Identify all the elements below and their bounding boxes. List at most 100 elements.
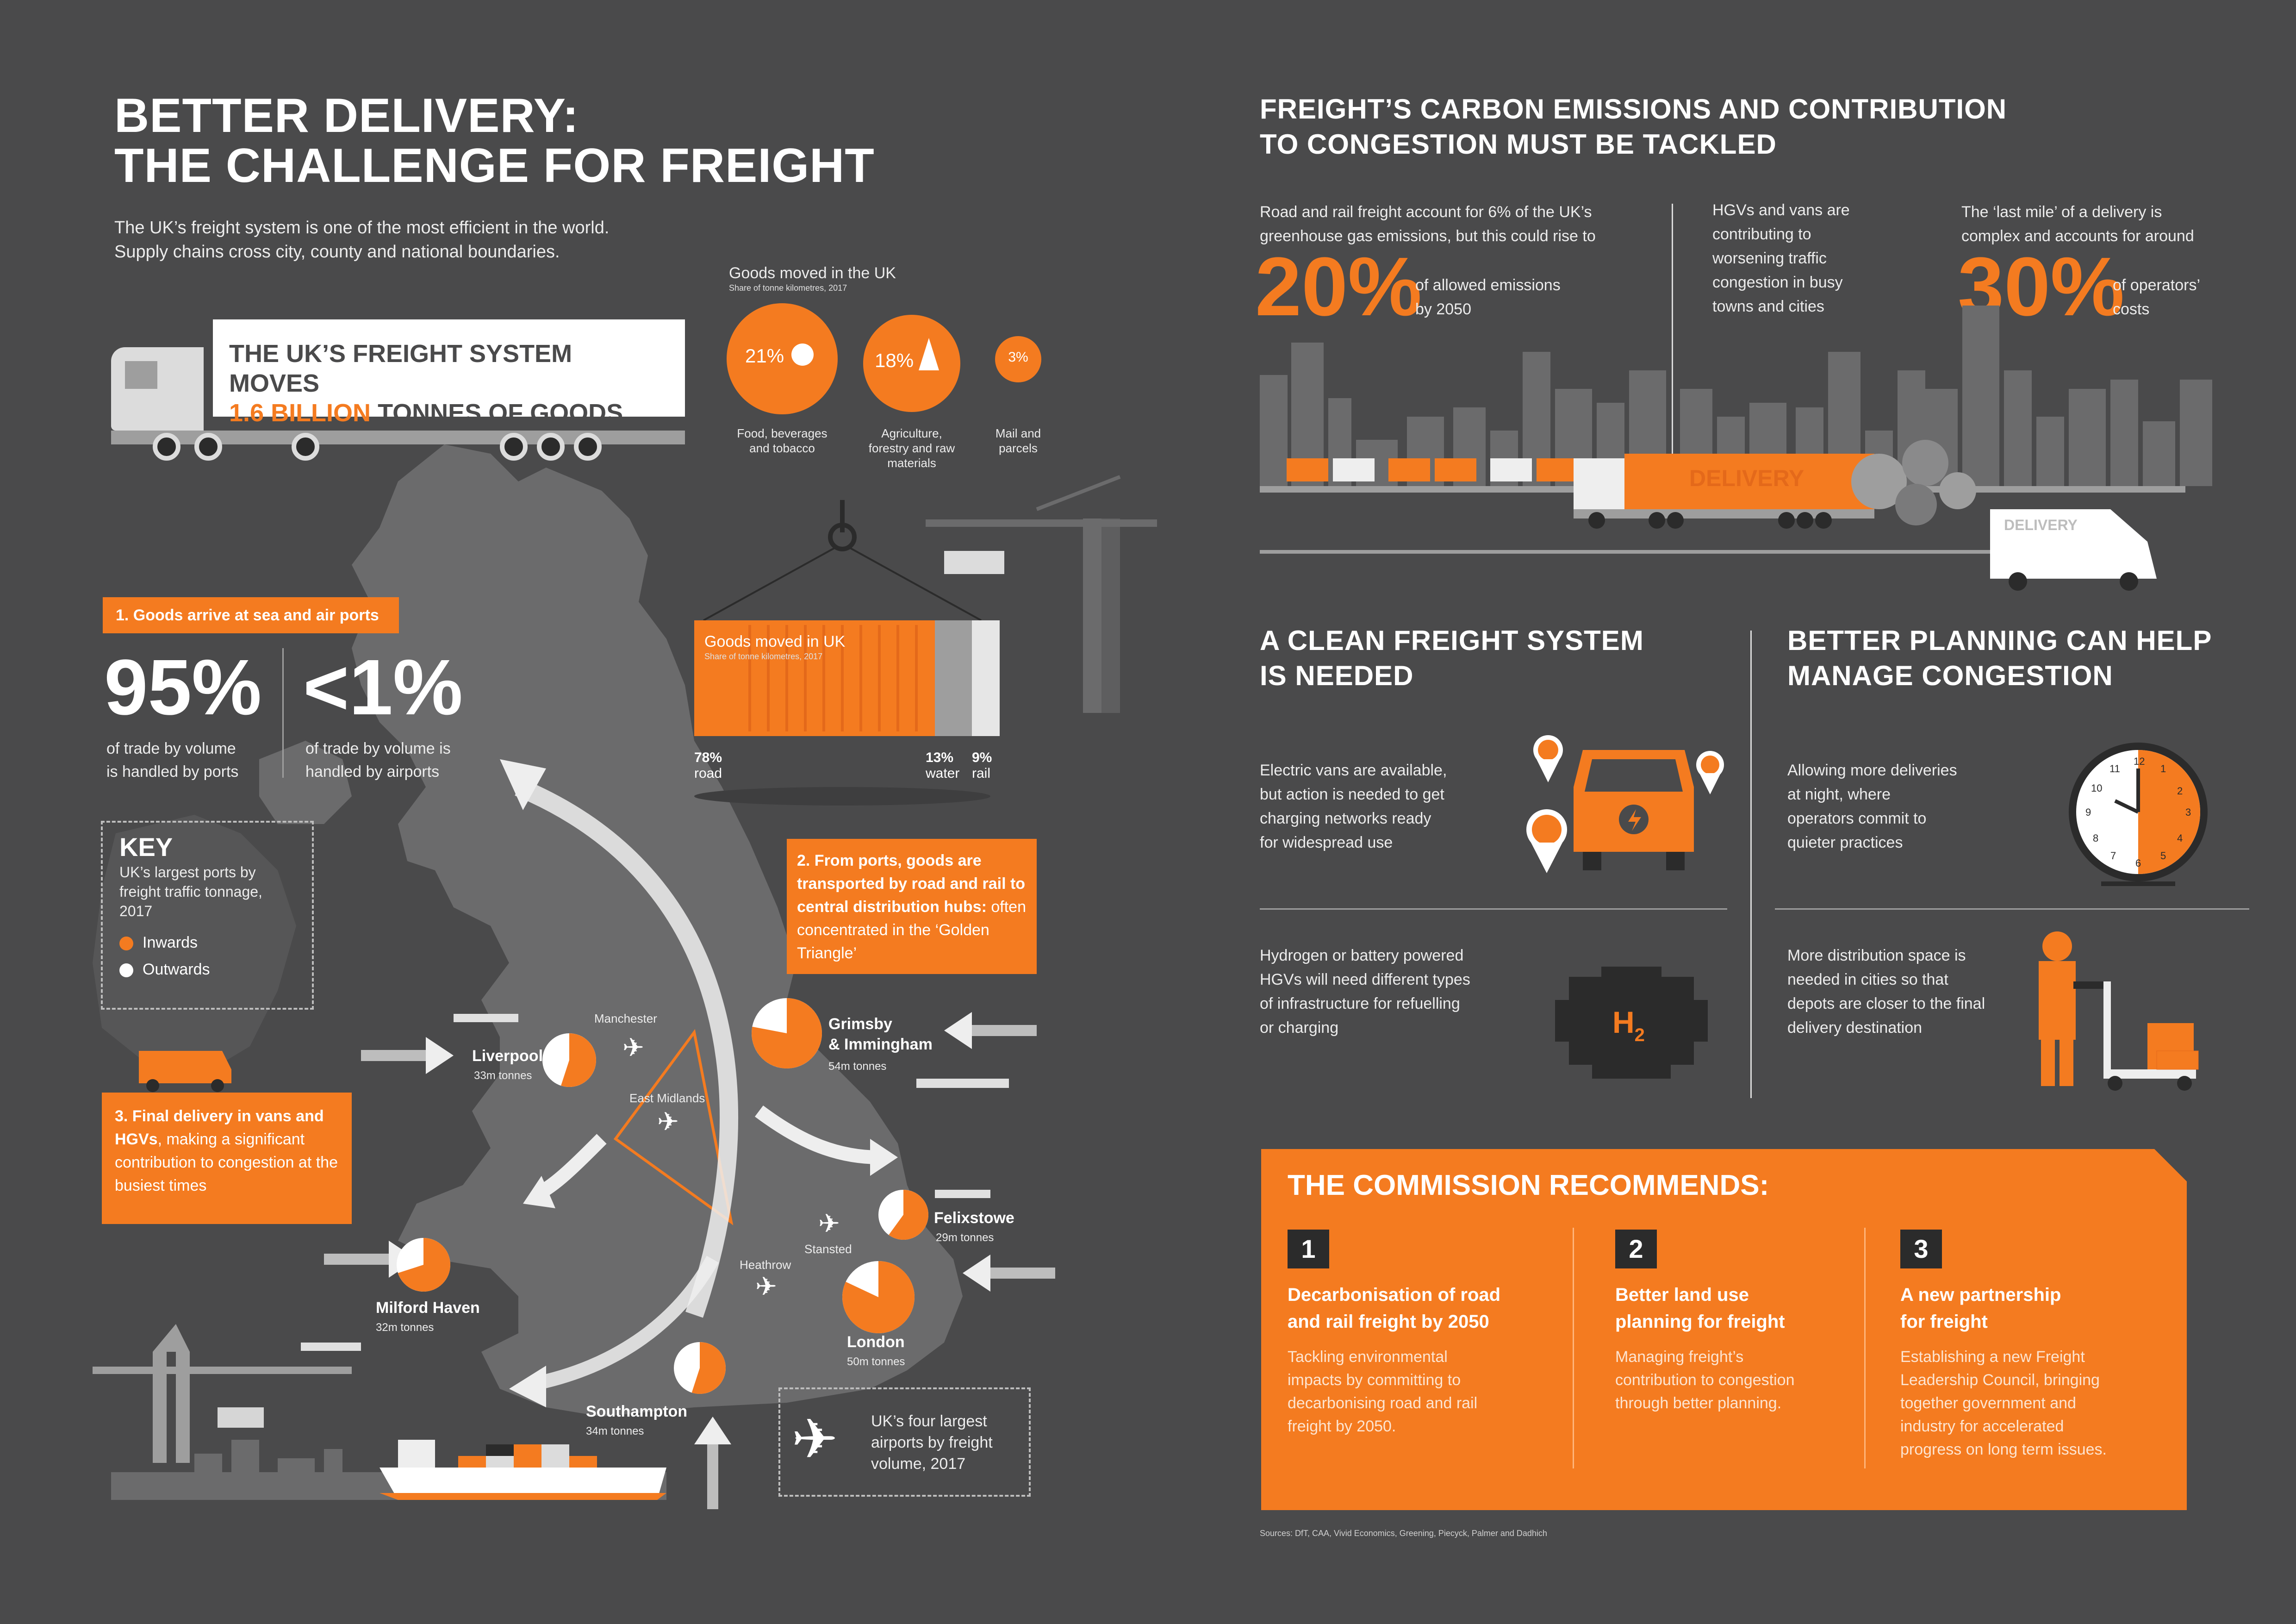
port-pie-milford-haven-inwards [398,1238,450,1292]
apple-icon [791,344,814,366]
hydrogen-engine-icon [1555,967,1708,1079]
rec2-title-2: planning for freight [1615,1312,1785,1332]
container-title: Goods moved in UK [704,633,846,650]
emissions-after-2: by 2050 [1415,300,1471,318]
key-inwards: Inwards [143,934,198,951]
container-rail-segment [972,620,1000,736]
rec-item-2: 2 Better land use planning for freight M… [1615,1230,1856,1415]
goods-subtitle: Share of tonne kilometres, 2017 [729,283,847,293]
goods-label-mail-2: parcels [999,441,1038,455]
worker-trolley-icon [2039,931,2199,1091]
step2-bold: 2. From ports, goods are transported by … [797,852,1026,916]
port-london-name: London [847,1333,905,1351]
port-pie-felixstowe-inwards [889,1190,929,1240]
truck-text-highlight: 1.6 BILLION [229,399,371,427]
rec-number-3: 3 [1900,1230,1942,1268]
ports-stat-text-1: of trade by volume [106,740,236,757]
port-southampton-tonnes: 34m tonnes [586,1425,644,1437]
clock-numbers: 12 1 2 3 4 5 6 7 8 9 10 11 [2085,756,2191,869]
goods-label-agri-3: materials [887,456,936,470]
section-divider [1750,631,1752,1098]
ports-stat: 95% [104,643,262,731]
rec2-title-1: Better land use [1615,1285,1749,1305]
port-grimsby-tonnes: 54m tonnes [828,1060,887,1073]
rec3-body-3: together government and [1900,1394,2076,1412]
airports-stat: <1% [303,643,463,731]
clean2-line2: HGVs will need different types [1260,971,1470,988]
container-water-segment [935,620,972,736]
key-box: KEY UK’s largest ports by freight traffi… [101,821,314,1010]
column2-line [1672,204,1673,463]
plane-icon-east-midlands: ✈ [657,1107,679,1136]
emissions-text-line1: Road and rail freight account for 6% of … [1260,203,1592,221]
clean2-line4: or charging [1260,1019,1339,1037]
rec1-title-1: Decarbonisation of road [1288,1285,1501,1305]
airports-stat-text-1: of trade by volume is [305,740,451,757]
goods-label-mail-1: Mail and [995,426,1041,440]
van-delivery-label: DELIVERY [2004,517,2078,533]
main-title-line1: BETTER DELIVERY: [114,89,579,143]
port-london-tonnes: 50m tonnes [847,1355,905,1368]
uk-map-shape [352,444,963,1417]
container-water-label: water [926,766,960,781]
lastmile-text-2: complex and accounts for around [1961,227,2194,245]
key-line3: 2017 [119,903,153,919]
clean1-line3: charging networks ready [1260,810,1431,827]
plane-icon-manchester: ✈ [622,1033,644,1062]
step2-rest: often concentrated in the ‘Golden Triang… [797,898,1026,962]
container-rail-pct: 9% [972,750,992,765]
airport-key-line1: UK’s four largest [871,1412,987,1430]
port-pie-grimsby-inwards [752,998,822,1068]
stat-divider [282,648,284,778]
port-southampton-name: Southampton [586,1403,688,1420]
port-pie-southampton-inwards [691,1342,726,1394]
rec-number-2: 2 [1615,1230,1657,1268]
key-title: KEY [119,832,173,862]
plan2-line4: delivery destination [1787,1019,1923,1037]
emissions-text-line2: greenhouse gas emissions, but this could… [1260,227,1596,245]
goods-circle-food [727,303,838,414]
goods-label-food-2: and tobacco [749,441,815,455]
electric-van-icon [1574,750,1694,870]
clean2-line1: Hydrogen or battery powered [1260,947,1464,964]
planning-title-1: BETTER PLANNING CAN HELP [1787,625,2212,656]
port-milford-tonnes: 32m tonnes [376,1321,434,1334]
plan1-line2: at night, where [1787,786,1891,803]
plan2-line2: needed in cities so that [1787,971,1948,988]
airport-manchester: Manchester [594,1012,657,1025]
port-liverpool-name: Liverpool [472,1047,543,1065]
ports-stat-text-2: is handled by ports [106,763,239,781]
goods-pct-mail: 3% [1008,350,1028,365]
clean-row-divider [1260,908,1727,910]
plan1-line4: quieter practices [1787,834,1903,851]
lastmile-text-1: The ‘last mile’ of a delivery is [1961,203,2162,221]
rec3-body-1: Establishing a new Freight [1900,1348,2085,1366]
container-water-pct: 13% [926,750,954,765]
rec1-body-1: Tackling environmental [1288,1348,1448,1366]
airport-key-box: ✈ UK’s four largest airports by freight … [778,1387,1031,1497]
truck-text-rest: TONNES OF GOODS [378,399,623,427]
port-grimsby-name-1: Grimsby [828,1015,892,1033]
rec1-body-4: freight by 2050. [1288,1418,1396,1435]
intro-text-line2: Supply chains cross city, county and nat… [114,242,560,262]
emissions-big-stat: 20% [1255,240,1422,333]
truck-graphic [111,319,685,461]
goods-title: Goods moved in the UK [729,264,896,282]
airport-heathrow: Heathrow [740,1258,791,1272]
charging-pin-icon [1526,735,1724,873]
airports-stat-text-2: handled by airports [305,763,440,781]
main-title-line2: THE CHALLENGE FOR FREIGHT [114,139,875,193]
intro-text-line1: The UK’s freight system is one of the mo… [114,218,610,237]
rec1-body-3: decarbonising road and rail [1288,1394,1478,1412]
airport-east-midlands: East Midlands [629,1091,705,1105]
rec2-body-1: Managing freight’s [1615,1348,1744,1366]
trees-icon [919,338,939,370]
goods-pct-agriculture: 18% [875,350,914,371]
clean1-line4: for widespread use [1260,834,1393,851]
rec-divider-2 [1864,1228,1866,1468]
recommendations-title: THE COMMISSION RECOMMENDS: [1288,1169,1769,1201]
rec3-body-4: industry for accelerated [1900,1418,2064,1435]
